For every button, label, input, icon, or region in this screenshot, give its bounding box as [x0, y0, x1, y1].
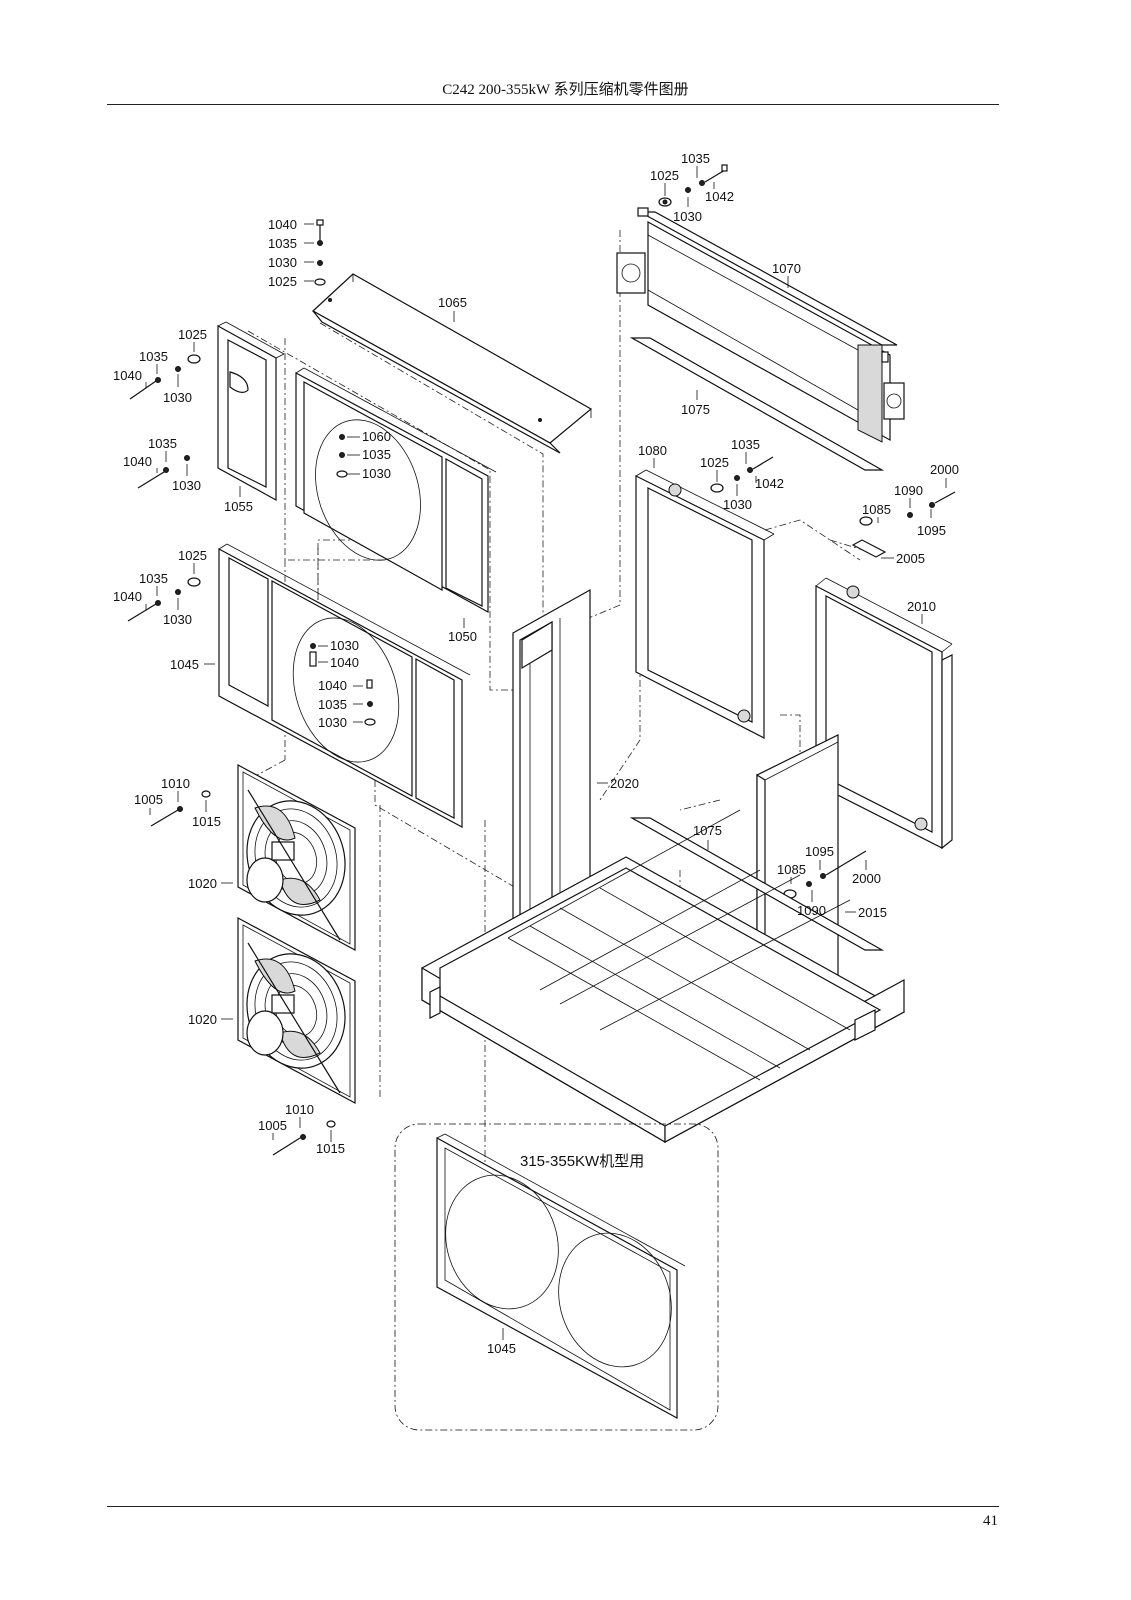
callout-1040: 1040	[318, 678, 347, 693]
callout-1040: 1040	[113, 589, 142, 604]
callout-1020: 1020	[188, 876, 217, 891]
callout-1085: 1085	[777, 862, 806, 877]
callout-1035: 1035	[139, 349, 168, 364]
callout-1015: 1015	[192, 814, 221, 829]
callout-1090: 1090	[797, 903, 826, 918]
part-1075-strip	[629, 337, 885, 471]
part-1020-fan-lower	[237, 916, 356, 1105]
callout-1020: 1020	[188, 1012, 217, 1027]
callout-2010: 2010	[907, 599, 936, 614]
callout-1070: 1070	[772, 261, 801, 276]
part-2020-post	[512, 588, 591, 924]
callout-2000: 2000	[930, 462, 959, 477]
hardware-stack-fan-2	[272, 1120, 336, 1156]
callout-2015: 2015	[858, 905, 887, 920]
callout-1030: 1030	[163, 390, 192, 405]
callout-1055: 1055	[224, 499, 253, 514]
callout-1040: 1040	[330, 655, 359, 670]
hardware-stack-fan-1	[150, 790, 211, 827]
callout-1015: 1015	[316, 1141, 345, 1156]
callout-1035: 1035	[148, 436, 177, 451]
callout-1030: 1030	[318, 715, 347, 730]
part-1065-channel	[311, 219, 593, 454]
callout-1095: 1095	[805, 844, 834, 859]
callout-1075: 1075	[693, 823, 722, 838]
callout-2000: 2000	[852, 871, 881, 886]
inset-panel-315-355kw	[394, 1123, 719, 1431]
header-rule	[107, 104, 999, 105]
hardware-stack-1080	[710, 456, 774, 493]
callout-1085: 1085	[862, 502, 891, 517]
callout-1005: 1005	[258, 1118, 287, 1133]
part-2010-frame	[815, 577, 953, 850]
callout-1040: 1040	[113, 368, 142, 383]
callout-2020: 2020	[610, 776, 639, 791]
callout-1042: 1042	[705, 189, 734, 204]
hardware-stack-2015	[783, 850, 867, 899]
callout-1010: 1010	[161, 776, 190, 791]
part-1045-fan-panel	[218, 543, 471, 829]
callout-1030: 1030	[330, 638, 359, 653]
hardware-stack-left-3	[127, 577, 201, 622]
callout-1035: 1035	[139, 571, 168, 586]
callout-1030: 1030	[163, 612, 192, 627]
inset-caption: 315-355KW机型用	[520, 1153, 644, 1170]
part-1055-side-panel	[217, 321, 285, 502]
base-frame	[421, 809, 906, 1144]
callout-1060: 1060	[362, 429, 391, 444]
callout-1040: 1040	[123, 454, 152, 469]
callout-1030: 1030	[268, 255, 297, 270]
callout-1035: 1035	[362, 447, 391, 462]
callout-1025: 1025	[650, 168, 679, 183]
callout-1095: 1095	[917, 523, 946, 538]
callout-2005: 2005	[896, 551, 925, 566]
callout-1025: 1025	[178, 548, 207, 563]
callout-1030: 1030	[673, 209, 702, 224]
callout-1045: 1045	[487, 1341, 516, 1356]
leader-lines	[145, 166, 947, 1340]
callout-1080: 1080	[638, 443, 667, 458]
footer-rule	[107, 1506, 999, 1507]
page-header-title: C242 200-355kW 系列压缩机零件图册	[442, 82, 689, 98]
callout-1040: 1040	[268, 217, 297, 232]
callout-1035: 1035	[731, 437, 760, 452]
callout-1090: 1090	[894, 483, 923, 498]
part-1050-fan-panel	[295, 367, 497, 614]
callout-1025: 1025	[268, 274, 297, 289]
page-number: 41	[983, 1513, 998, 1529]
callout-1065: 1065	[438, 295, 467, 310]
callout-1030: 1030	[723, 497, 752, 512]
callout-1005: 1005	[134, 792, 163, 807]
callout-1035: 1035	[318, 697, 347, 712]
callout-1075: 1075	[681, 402, 710, 417]
part-1020-fan-upper	[237, 763, 356, 952]
callout-1050: 1050	[448, 629, 477, 644]
part-2005-bracket	[851, 491, 956, 558]
callout-1045: 1045	[170, 657, 199, 672]
callout-1030: 1030	[172, 478, 201, 493]
part-1080-frame	[635, 469, 775, 739]
hardware-stack-top	[658, 164, 728, 207]
callout-1030: 1030	[362, 466, 391, 481]
callout-1035: 1035	[681, 151, 710, 166]
callout-1035: 1035	[268, 236, 297, 251]
callout-1025: 1025	[178, 327, 207, 342]
part-1070-cooler	[616, 207, 905, 443]
hardware-stack-left-1	[129, 354, 201, 400]
part-1075-strip-lower	[629, 817, 885, 951]
hardware-stack-left-2	[137, 455, 190, 489]
callout-1042: 1042	[755, 476, 784, 491]
callout-1010: 1010	[285, 1102, 314, 1117]
callout-labels: 1035 1025 1030 1042 1070 1075 1040 1035 …	[113, 151, 959, 1356]
callout-1025: 1025	[700, 455, 729, 470]
